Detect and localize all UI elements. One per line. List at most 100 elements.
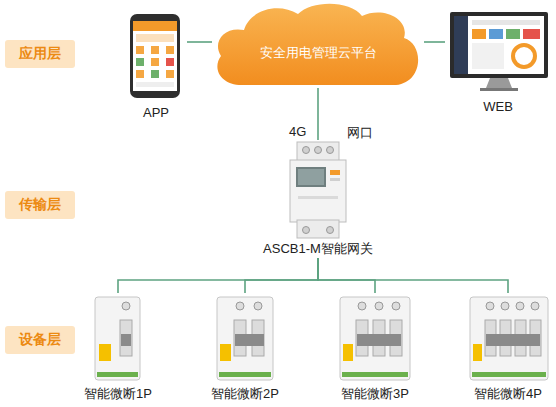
breaker-body	[470, 297, 548, 380]
handle-slot	[120, 320, 132, 356]
breaker-body	[340, 297, 410, 380]
breaker-node: 智能微断1P	[76, 293, 160, 403]
layer-label: 应用层	[5, 40, 75, 68]
web-node: WEB	[445, 10, 551, 114]
phone-tile	[136, 58, 144, 66]
connector-line	[245, 258, 318, 293]
monitor-card	[506, 29, 520, 39]
port-label: 4G	[289, 124, 306, 139]
app-node: APP	[125, 12, 187, 120]
phone-tile	[136, 46, 144, 54]
monitor-stand	[486, 78, 512, 88]
monitor-card	[472, 29, 486, 39]
monitor-card	[489, 29, 503, 39]
gateway-line	[298, 196, 338, 199]
phone-body	[130, 14, 180, 98]
terminal	[486, 302, 494, 310]
terminal	[254, 302, 262, 310]
trip-block	[220, 344, 231, 361]
layer-name: 传输层	[19, 196, 61, 214]
breaker-node: 智能微断3P	[333, 293, 417, 403]
gateway-led	[330, 170, 340, 175]
cloud-shape	[217, 4, 418, 85]
phone-bar	[136, 82, 174, 87]
phone-tile	[166, 46, 174, 54]
breaker-body	[95, 297, 140, 380]
phone-header	[133, 21, 177, 31]
phone-tile	[166, 58, 174, 66]
gateway-top	[297, 142, 339, 162]
terminal-strip	[97, 372, 138, 377]
node-label: 智能微断2P	[203, 385, 287, 403]
gateway-button	[330, 178, 340, 181]
handle	[235, 334, 264, 346]
terminal	[122, 302, 130, 310]
gateway-bottom	[297, 220, 339, 238]
terminal	[303, 147, 310, 154]
terminal	[531, 302, 539, 310]
gateway-display	[296, 167, 326, 187]
node-label: WEB	[445, 99, 551, 114]
port-label: 网口	[347, 124, 373, 142]
terminal	[315, 147, 322, 154]
layer-label: 传输层	[5, 191, 75, 219]
phone-tile	[166, 70, 174, 78]
terminal	[327, 227, 334, 234]
connector-line	[317, 88, 319, 140]
gateway-display-glass	[298, 169, 324, 185]
trip-block	[99, 344, 111, 361]
connector-line	[318, 258, 375, 293]
node-label: 智能微断4P	[466, 385, 550, 403]
monitor-card	[523, 29, 540, 39]
monitor-gauge	[513, 45, 535, 67]
breaker-3p-illustration	[340, 297, 410, 380]
terminal	[327, 147, 334, 154]
terminal	[358, 302, 366, 310]
terminal	[516, 302, 524, 310]
node-label: 智能微断1P	[76, 385, 160, 403]
cloud-platform: 安全用电管理云平台	[212, 0, 424, 88]
terminal-strip	[219, 372, 271, 377]
terminal	[303, 227, 310, 234]
breaker-2p-illustration	[217, 297, 273, 380]
gateway-body	[290, 160, 346, 222]
breaker-node: 智能微断2P	[203, 293, 287, 403]
monitor-illustration	[450, 12, 548, 91]
monitor-sidebar	[454, 16, 468, 74]
terminal	[392, 302, 400, 310]
breaker-1p-illustration	[95, 297, 140, 380]
monitor-frame	[450, 12, 548, 78]
node-label: ASCB1-M智能网关	[258, 240, 378, 258]
trip-block	[473, 344, 482, 361]
layer-name: 设备层	[19, 331, 61, 349]
phone-panel	[136, 34, 174, 42]
terminal	[375, 302, 383, 310]
connector-line	[187, 41, 212, 43]
trip-block	[343, 344, 353, 361]
breaker-body	[217, 297, 273, 380]
node-label: 安全用电管理云平台	[212, 44, 424, 62]
phone-tile	[151, 46, 159, 54]
terminal	[501, 302, 509, 310]
monitor-screen	[454, 16, 544, 74]
monitor-bar	[472, 20, 540, 25]
phone-screen	[133, 21, 177, 91]
cloud-outline	[212, 0, 424, 88]
node-label: APP	[125, 105, 187, 120]
phone-tile	[151, 58, 159, 66]
node-label: 智能微断3P	[333, 385, 417, 403]
phone-tile	[151, 70, 159, 78]
phone-tile	[136, 70, 144, 78]
terminal	[236, 302, 244, 310]
terminal-strip	[342, 372, 408, 377]
connector-line	[424, 41, 445, 43]
handle	[486, 334, 540, 346]
terminal-strip	[472, 372, 546, 377]
gateway-node: ASCB1-M智能网关	[258, 140, 378, 258]
handle	[357, 334, 401, 346]
layer-label: 设备层	[5, 326, 75, 354]
connector-line	[318, 258, 508, 293]
handle	[121, 334, 131, 346]
monitor-chart	[472, 43, 504, 69]
